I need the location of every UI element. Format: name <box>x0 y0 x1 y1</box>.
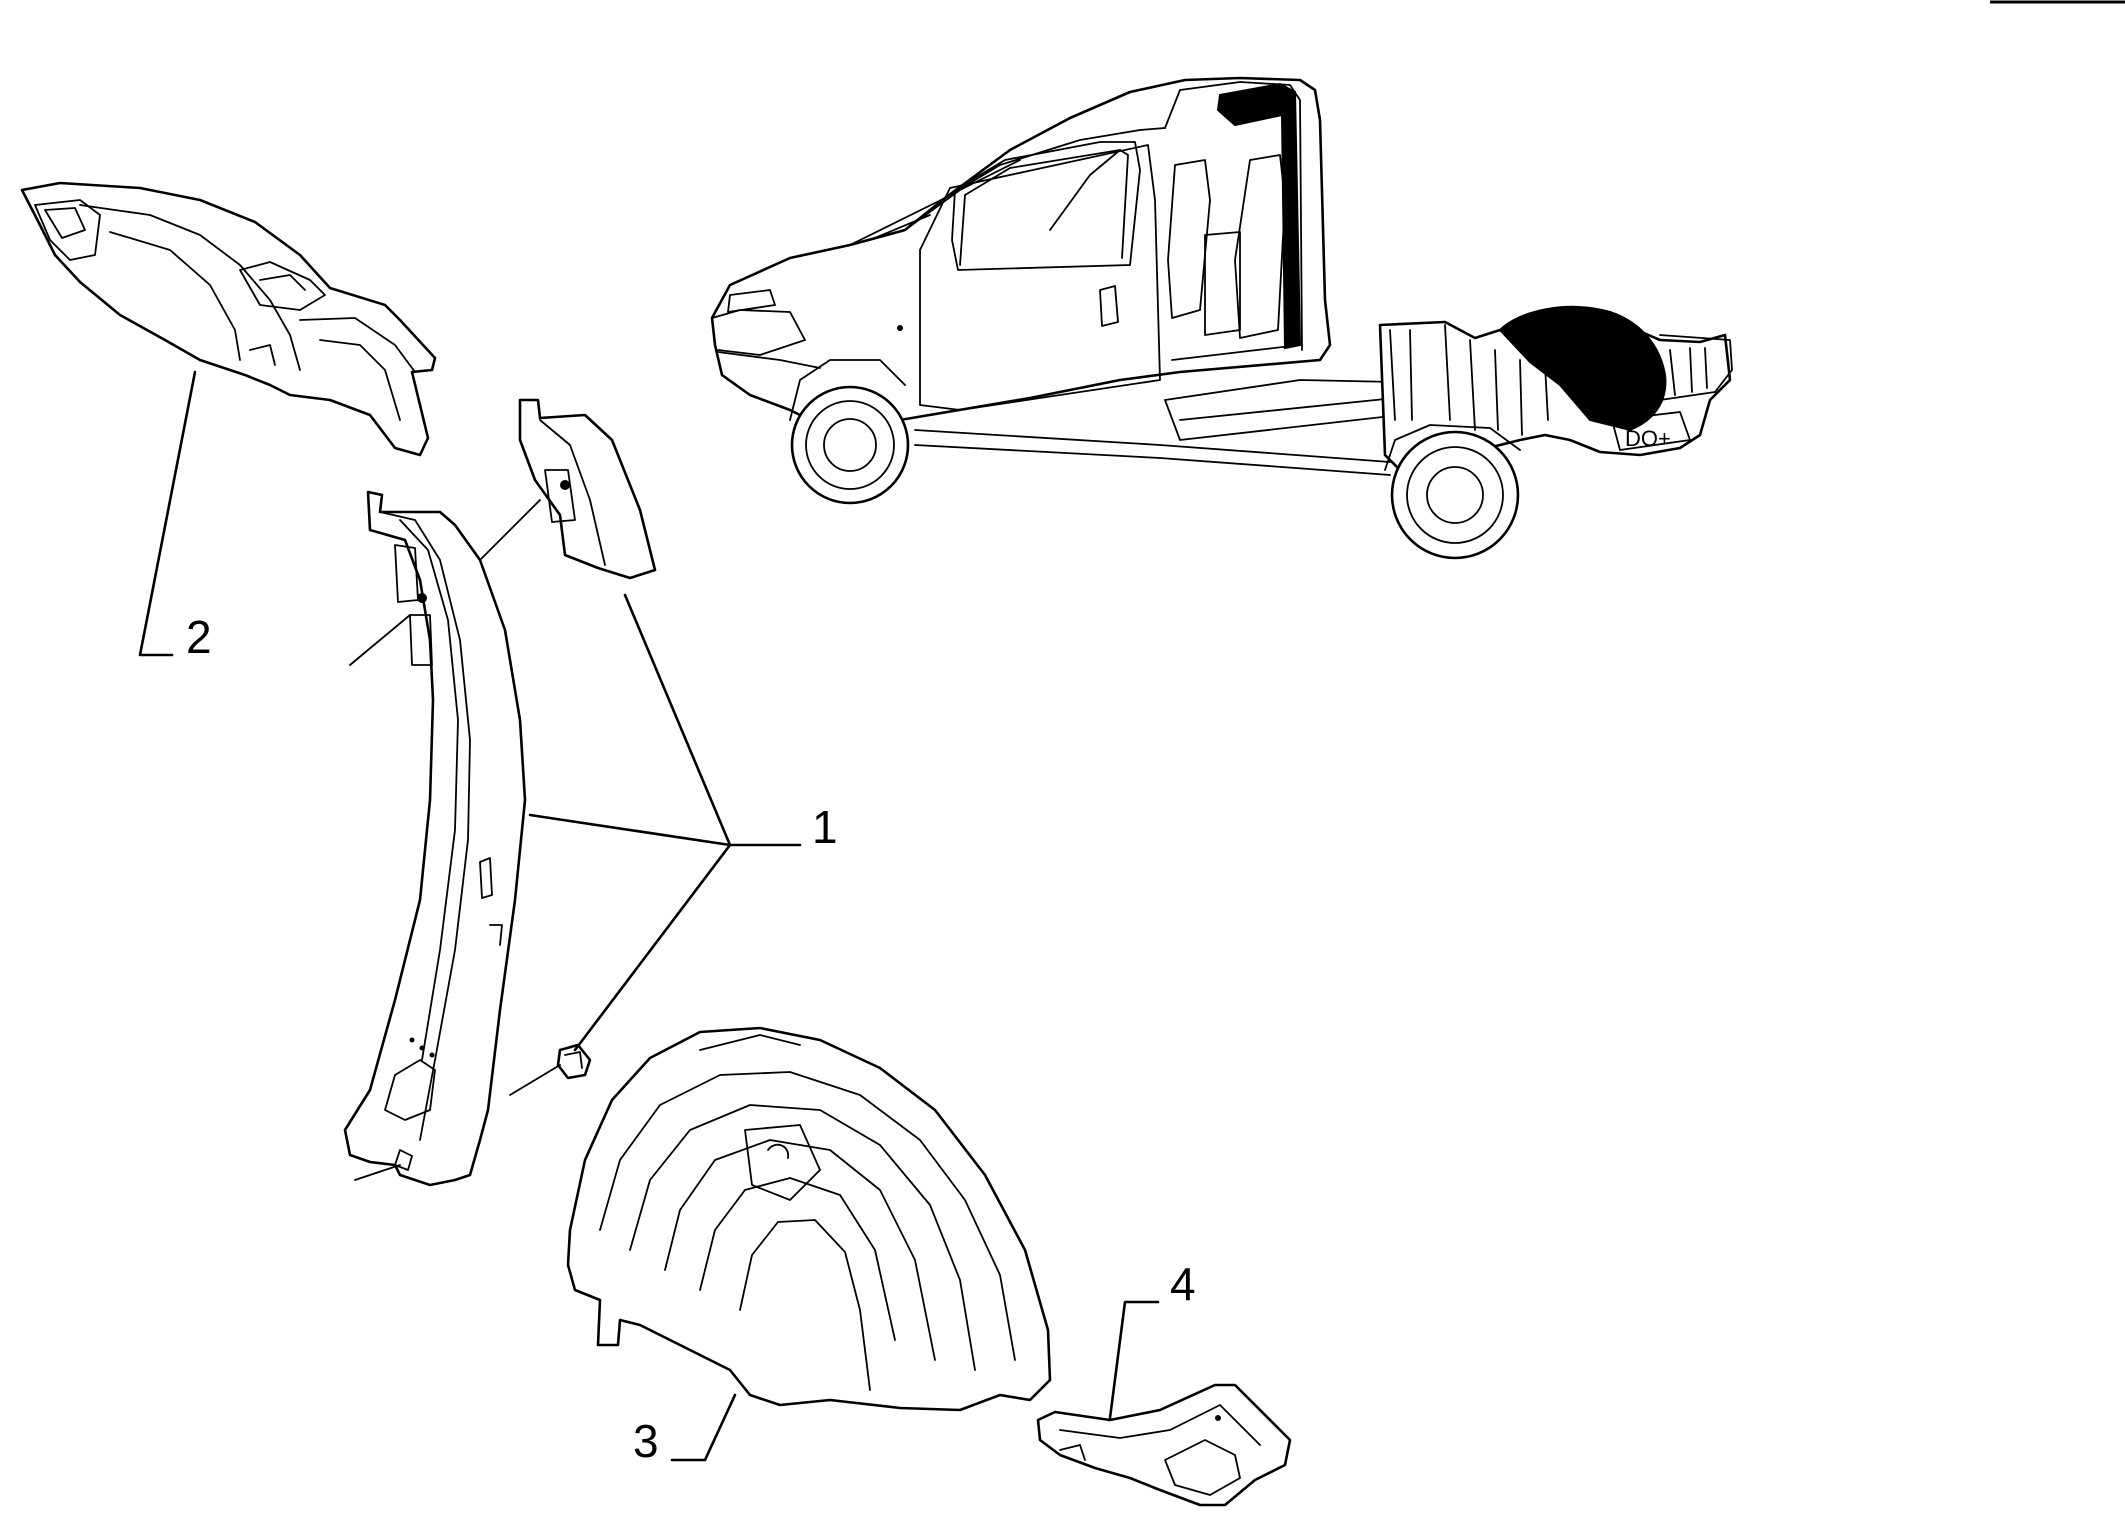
leader-line-2 <box>138 370 197 657</box>
callout-1: 1 <box>812 801 838 853</box>
callout-2: 2 <box>186 611 212 663</box>
leader-line-1b <box>623 593 732 847</box>
vehicle-overview: DO+ <box>710 76 1733 560</box>
part-4-bracket <box>1036 1383 1292 1507</box>
leader-line-1c <box>573 843 732 1052</box>
callout-3: 3 <box>633 1415 659 1467</box>
svg-text:DO+: DO+ <box>1625 426 1671 451</box>
leader-line-1a <box>528 813 802 847</box>
part-3-wheel-arch <box>566 1026 1052 1412</box>
leader-line-3 <box>670 1393 737 1462</box>
callout-4: 4 <box>1170 1258 1196 1310</box>
part-2-upper-panel <box>20 181 437 457</box>
part-1-pillar <box>343 398 657 1187</box>
leader-line-4 <box>1108 1300 1160 1420</box>
